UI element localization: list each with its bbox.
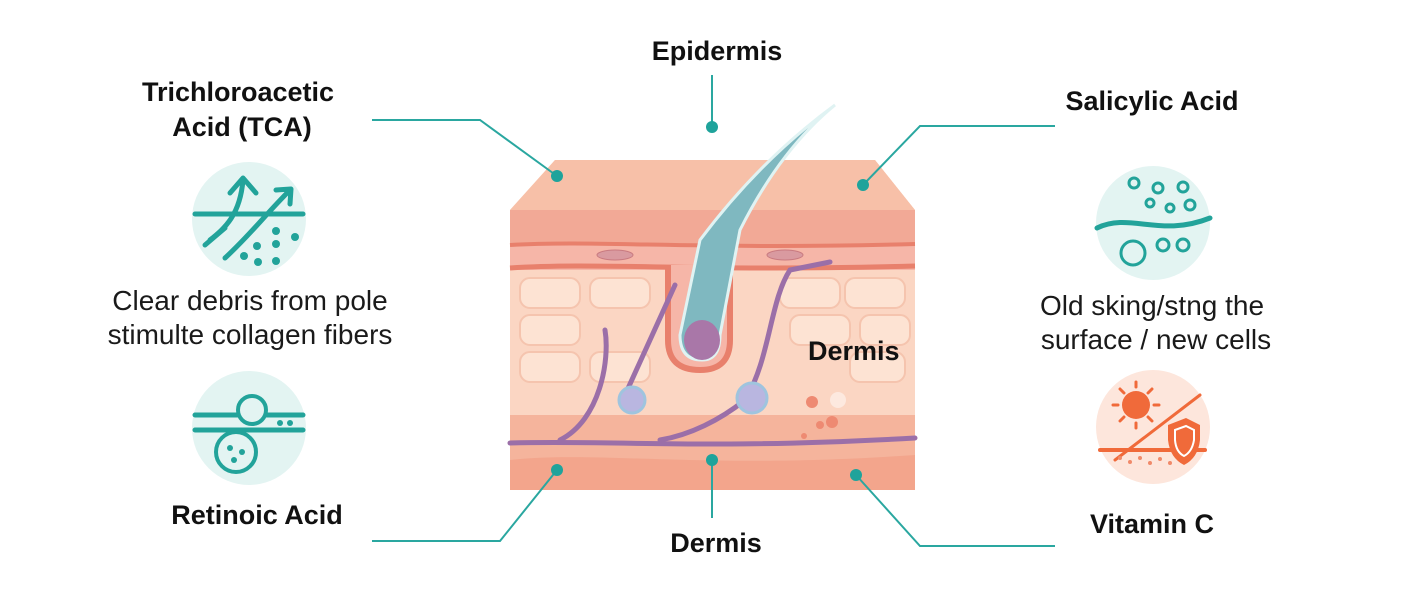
retinoic-label: Retinoic Acid	[171, 500, 343, 530]
tca-label-line2: Acid (TCA)	[172, 112, 311, 142]
sun-shield-icon	[1096, 370, 1210, 484]
right-description-line1: Old sking/stng the	[1040, 290, 1264, 321]
vitamin-c-label: Vitamin C	[1090, 509, 1214, 539]
salicylic-label: Salicylic Acid	[1065, 86, 1238, 116]
right-description-line2: surface / new cells	[1041, 324, 1271, 355]
tca-label-line1: Trichloroacetic	[142, 77, 334, 107]
layered-cell-icon	[192, 371, 306, 485]
left-description-line2: stimulte collagen fibers	[108, 319, 393, 350]
dermis-inner-label: Dermis	[808, 336, 900, 366]
arrows-up-through-skin-icon	[192, 162, 306, 276]
skin-cross-section: Dermis	[507, 103, 918, 490]
epidermis-label: Epidermis	[652, 36, 783, 66]
leader-lines	[372, 75, 1055, 547]
left-description-line1: Clear debris from pole	[112, 285, 387, 316]
bubbles-wave-icon	[1094, 166, 1213, 280]
dermis-bottom-label: Dermis	[670, 528, 762, 558]
